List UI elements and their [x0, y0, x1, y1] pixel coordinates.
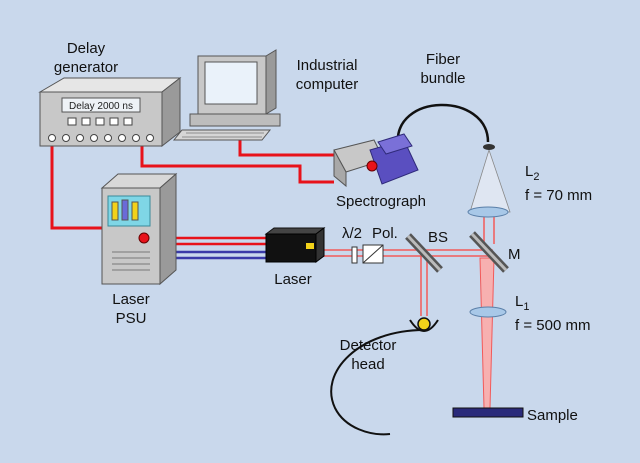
cable-computer-to-spectrograph — [238, 134, 334, 157]
delay-display — [61, 97, 141, 113]
cable-delay-to-psu — [50, 146, 102, 230]
laser-psu — [100, 172, 178, 286]
label-delay-generator-1: Delay — [67, 40, 106, 57]
label-beam-splitter: BS — [428, 229, 448, 246]
laser-top — [264, 227, 326, 235]
mirror-m-face — [470, 232, 508, 272]
fiber-tip — [483, 144, 495, 150]
half-wave-plate — [351, 246, 358, 264]
label-l1: L1 — [515, 293, 529, 313]
industrial-computer — [172, 49, 281, 141]
detector-sensor-icon — [417, 317, 431, 331]
spectrograph-front — [333, 149, 347, 188]
computer-keyboard — [172, 129, 272, 141]
psu-vents — [112, 251, 150, 271]
delay-generator-connectors — [48, 134, 154, 142]
cables — [50, 103, 490, 436]
label-delay-generator-2: generator — [54, 59, 118, 76]
label-sample: Sample — [527, 407, 578, 424]
delay-generator: Delay 2000 ns — [38, 76, 182, 148]
label-l2: L2 — [525, 163, 539, 183]
beam-collection-cone — [469, 148, 511, 213]
delay-generator-buttons — [67, 117, 133, 126]
psu-side — [159, 172, 177, 286]
keyboard-keys — [182, 132, 264, 138]
label-computer-1: Industrial — [297, 57, 358, 74]
spectrograph-port-icon — [366, 160, 378, 172]
label-detector-2: head — [351, 356, 384, 373]
lens-l2 — [467, 206, 509, 218]
label-spectrograph: Spectrograph — [336, 193, 426, 210]
label-fiber-2: bundle — [420, 70, 465, 87]
label-psu-2: PSU — [116, 310, 147, 327]
computer-base — [189, 113, 281, 127]
label-fiber-1: Fiber — [426, 51, 460, 68]
cable-detector — [330, 329, 425, 436]
psu-knobs — [111, 199, 139, 221]
label-polarizer: Pol. — [372, 225, 398, 242]
detector-head — [409, 317, 439, 332]
optics — [351, 144, 524, 418]
laser-aperture-icon — [306, 243, 314, 249]
label-detector-1: Detector — [340, 337, 397, 354]
laser-side — [315, 227, 325, 263]
beam-focus-to-sample — [479, 257, 495, 409]
label-l2-focal: f = 70 mm — [525, 187, 592, 204]
computer-monitor-side — [265, 49, 277, 115]
sample-plate — [452, 407, 524, 418]
label-computer-2: computer — [296, 76, 359, 93]
delay-generator-top — [38, 77, 182, 93]
laser-head — [264, 227, 326, 263]
cable-fiber-bundle — [396, 103, 490, 147]
label-l1-focal: f = 500 mm — [515, 317, 590, 334]
lens-l1 — [469, 306, 507, 318]
spectrograph-head-top — [377, 133, 413, 155]
detector-housing — [409, 319, 439, 332]
cable-delay-to-spectrograph — [140, 146, 334, 184]
label-laser: Laser — [274, 271, 312, 288]
spectrograph — [333, 133, 419, 188]
labels: Delay generator Industrial computer Fibe… — [54, 40, 592, 424]
polarizer-diagonal — [362, 244, 384, 264]
laser-beams — [321, 148, 511, 409]
computer-screen — [204, 61, 258, 105]
label-half-wave: λ/2 — [342, 225, 362, 242]
beam-splitter-face — [406, 234, 442, 272]
delay-display-text: Delay 2000 ns — [69, 101, 133, 112]
psu-power-button — [138, 232, 150, 244]
beam-horizontal — [321, 249, 493, 257]
label-psu-1: Laser — [112, 291, 150, 308]
label-mirror: M — [508, 246, 521, 263]
